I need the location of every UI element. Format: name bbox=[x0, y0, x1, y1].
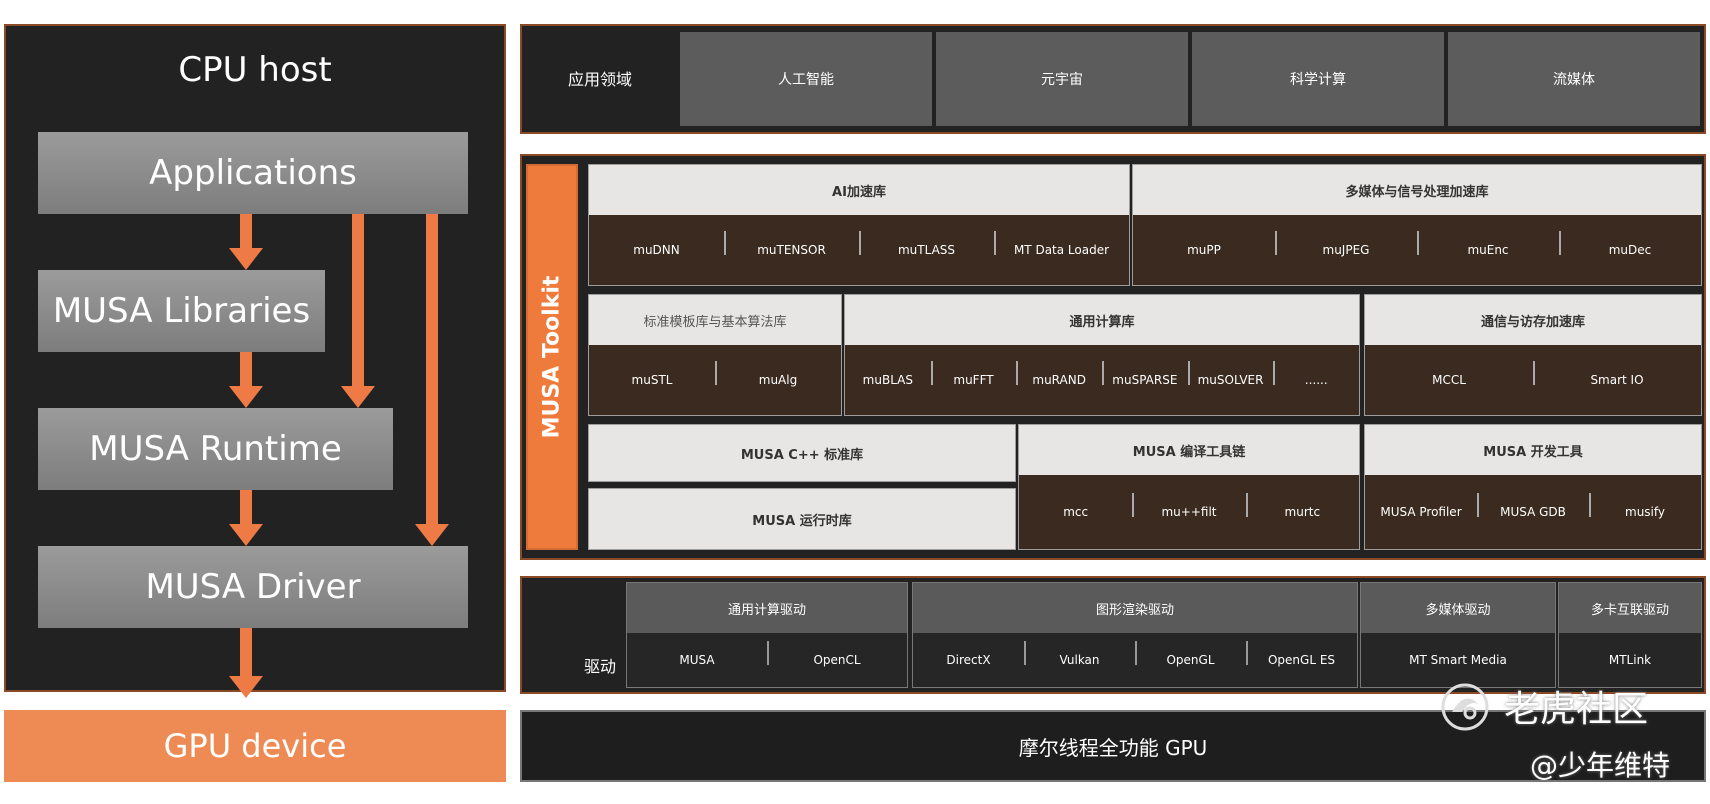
lib-item: muTLASS bbox=[859, 231, 994, 257]
musa-libraries-box: MUSA Libraries bbox=[38, 270, 325, 352]
lib-item: Smart IO bbox=[1533, 361, 1701, 387]
driver-item: OpenGL ES bbox=[1246, 641, 1357, 667]
musa-driver-box: MUSA Driver bbox=[38, 546, 468, 628]
lib-item: muEnc bbox=[1417, 231, 1559, 257]
media-lib-title: 多媒体与信号处理加速库 bbox=[1133, 165, 1701, 215]
lib-item: muSOLVER bbox=[1187, 361, 1274, 387]
lib-item: MUSA Profiler bbox=[1380, 505, 1462, 519]
driver-item: Vulkan bbox=[1024, 641, 1135, 667]
media-driver: 多媒体驱动 MT Smart Media bbox=[1360, 582, 1556, 688]
lib-item: MUSA GDB bbox=[1477, 493, 1589, 519]
app-domain-ai: 人工智能 bbox=[680, 32, 932, 126]
compute-driver-title: 通用计算驱动 bbox=[627, 583, 907, 633]
gpu-device-box: GPU device bbox=[4, 710, 506, 782]
cpu-host-title: CPU host bbox=[178, 50, 332, 90]
driver-label: 驱动 bbox=[583, 657, 616, 676]
compute-lib: 通用计算库 muBLAS muFFT muRAND muSPARSE muSOL… bbox=[844, 294, 1360, 416]
media-lib: 多媒体与信号处理加速库 muPP muJPEG muEnc muDec bbox=[1132, 164, 1702, 286]
dev-tools-title: MUSA 开发工具 bbox=[1365, 425, 1701, 475]
ai-lib: AI加速库 muDNN muTENSOR muTLASS MT Data Loa… bbox=[588, 164, 1130, 286]
compiler-title: MUSA 编译工具链 bbox=[1019, 425, 1359, 475]
graphics-driver: 图形渲染驱动 DirectX Vulkan OpenGL OpenGL ES bbox=[912, 582, 1358, 688]
compute-lib-title: 通用计算库 bbox=[845, 295, 1359, 345]
compute-driver: 通用计算驱动 MUSA OpenCL bbox=[626, 582, 908, 688]
ai-lib-title: AI加速库 bbox=[589, 165, 1129, 215]
driver-item: OpenGL bbox=[1135, 641, 1246, 667]
lib-item: muTENSOR bbox=[724, 231, 859, 257]
lib-item: muRAND bbox=[1016, 361, 1102, 387]
driver-item: MTLink bbox=[1608, 653, 1652, 667]
dev-tools: MUSA 开发工具 MUSA Profiler MUSA GDB musify bbox=[1364, 424, 1702, 550]
lib-item: MCCL bbox=[1432, 373, 1466, 387]
lib-item: muDec bbox=[1559, 231, 1701, 257]
applications-box: Applications bbox=[38, 132, 468, 214]
lib-item: muSPARSE bbox=[1102, 361, 1188, 387]
watermark-author: @少年维特 bbox=[1530, 749, 1671, 782]
driver-item: MUSA bbox=[679, 653, 715, 667]
watermark-logo bbox=[1440, 682, 1490, 732]
lib-item: muSTL bbox=[631, 373, 673, 387]
watermark-site: 老虎社区 bbox=[1504, 689, 1649, 730]
lib-item: muBLAS bbox=[862, 373, 913, 387]
app-domain-streaming: 流媒体 bbox=[1448, 32, 1700, 126]
driver-item: MT Smart Media bbox=[1409, 653, 1507, 667]
driver-item: DirectX bbox=[946, 653, 991, 667]
stl-lib-title: 标准模板库与基本算法库 bbox=[589, 295, 841, 345]
compiler-toolchain: MUSA 编译工具链 mcc mu++filt murtc bbox=[1018, 424, 1360, 550]
multicard-driver-title: 多卡互联驱动 bbox=[1559, 583, 1701, 633]
comm-lib-title: 通信与访存加速库 bbox=[1365, 295, 1701, 345]
tiger-icon bbox=[1441, 683, 1489, 731]
lib-item: musify bbox=[1589, 493, 1701, 519]
lib-item: ...... bbox=[1273, 361, 1359, 387]
lib-item: mu++filt bbox=[1132, 493, 1245, 519]
app-domain-label: 应用领域 bbox=[567, 70, 632, 89]
lib-item: mcc bbox=[1063, 505, 1089, 519]
runtime-lib: MUSA 运行时库 bbox=[588, 488, 1016, 550]
lib-item: muJPEG bbox=[1275, 231, 1417, 257]
gpu-bar: 摩尔线程全功能 GPU bbox=[520, 710, 1706, 782]
musa-runtime-box: MUSA Runtime bbox=[38, 408, 393, 490]
comm-lib: 通信与访存加速库 MCCL Smart IO bbox=[1364, 294, 1702, 416]
lib-item: muAlg bbox=[715, 361, 841, 387]
lib-item: muFFT bbox=[930, 361, 1017, 387]
cpp-std-lib: MUSA C++ 标准库 bbox=[588, 424, 1016, 482]
lib-item: muDNN bbox=[633, 243, 680, 257]
media-driver-title: 多媒体驱动 bbox=[1361, 583, 1555, 633]
multicard-driver: 多卡互联驱动 MTLink bbox=[1558, 582, 1702, 688]
lib-item: murtc bbox=[1245, 493, 1359, 519]
lib-item: muPP bbox=[1187, 243, 1221, 257]
musa-toolkit-label-bar: MUSA Toolkit bbox=[526, 164, 578, 550]
lib-item: MT Data Loader bbox=[994, 231, 1129, 257]
graphics-driver-title: 图形渲染驱动 bbox=[913, 583, 1357, 633]
driver-item: OpenCL bbox=[767, 641, 907, 667]
stl-lib: 标准模板库与基本算法库 muSTL muAlg bbox=[588, 294, 842, 416]
musa-toolkit-label: MUSA Toolkit bbox=[539, 275, 565, 439]
app-domain-scientific: 科学计算 bbox=[1192, 32, 1444, 126]
app-domain-metaverse: 元宇宙 bbox=[936, 32, 1188, 126]
